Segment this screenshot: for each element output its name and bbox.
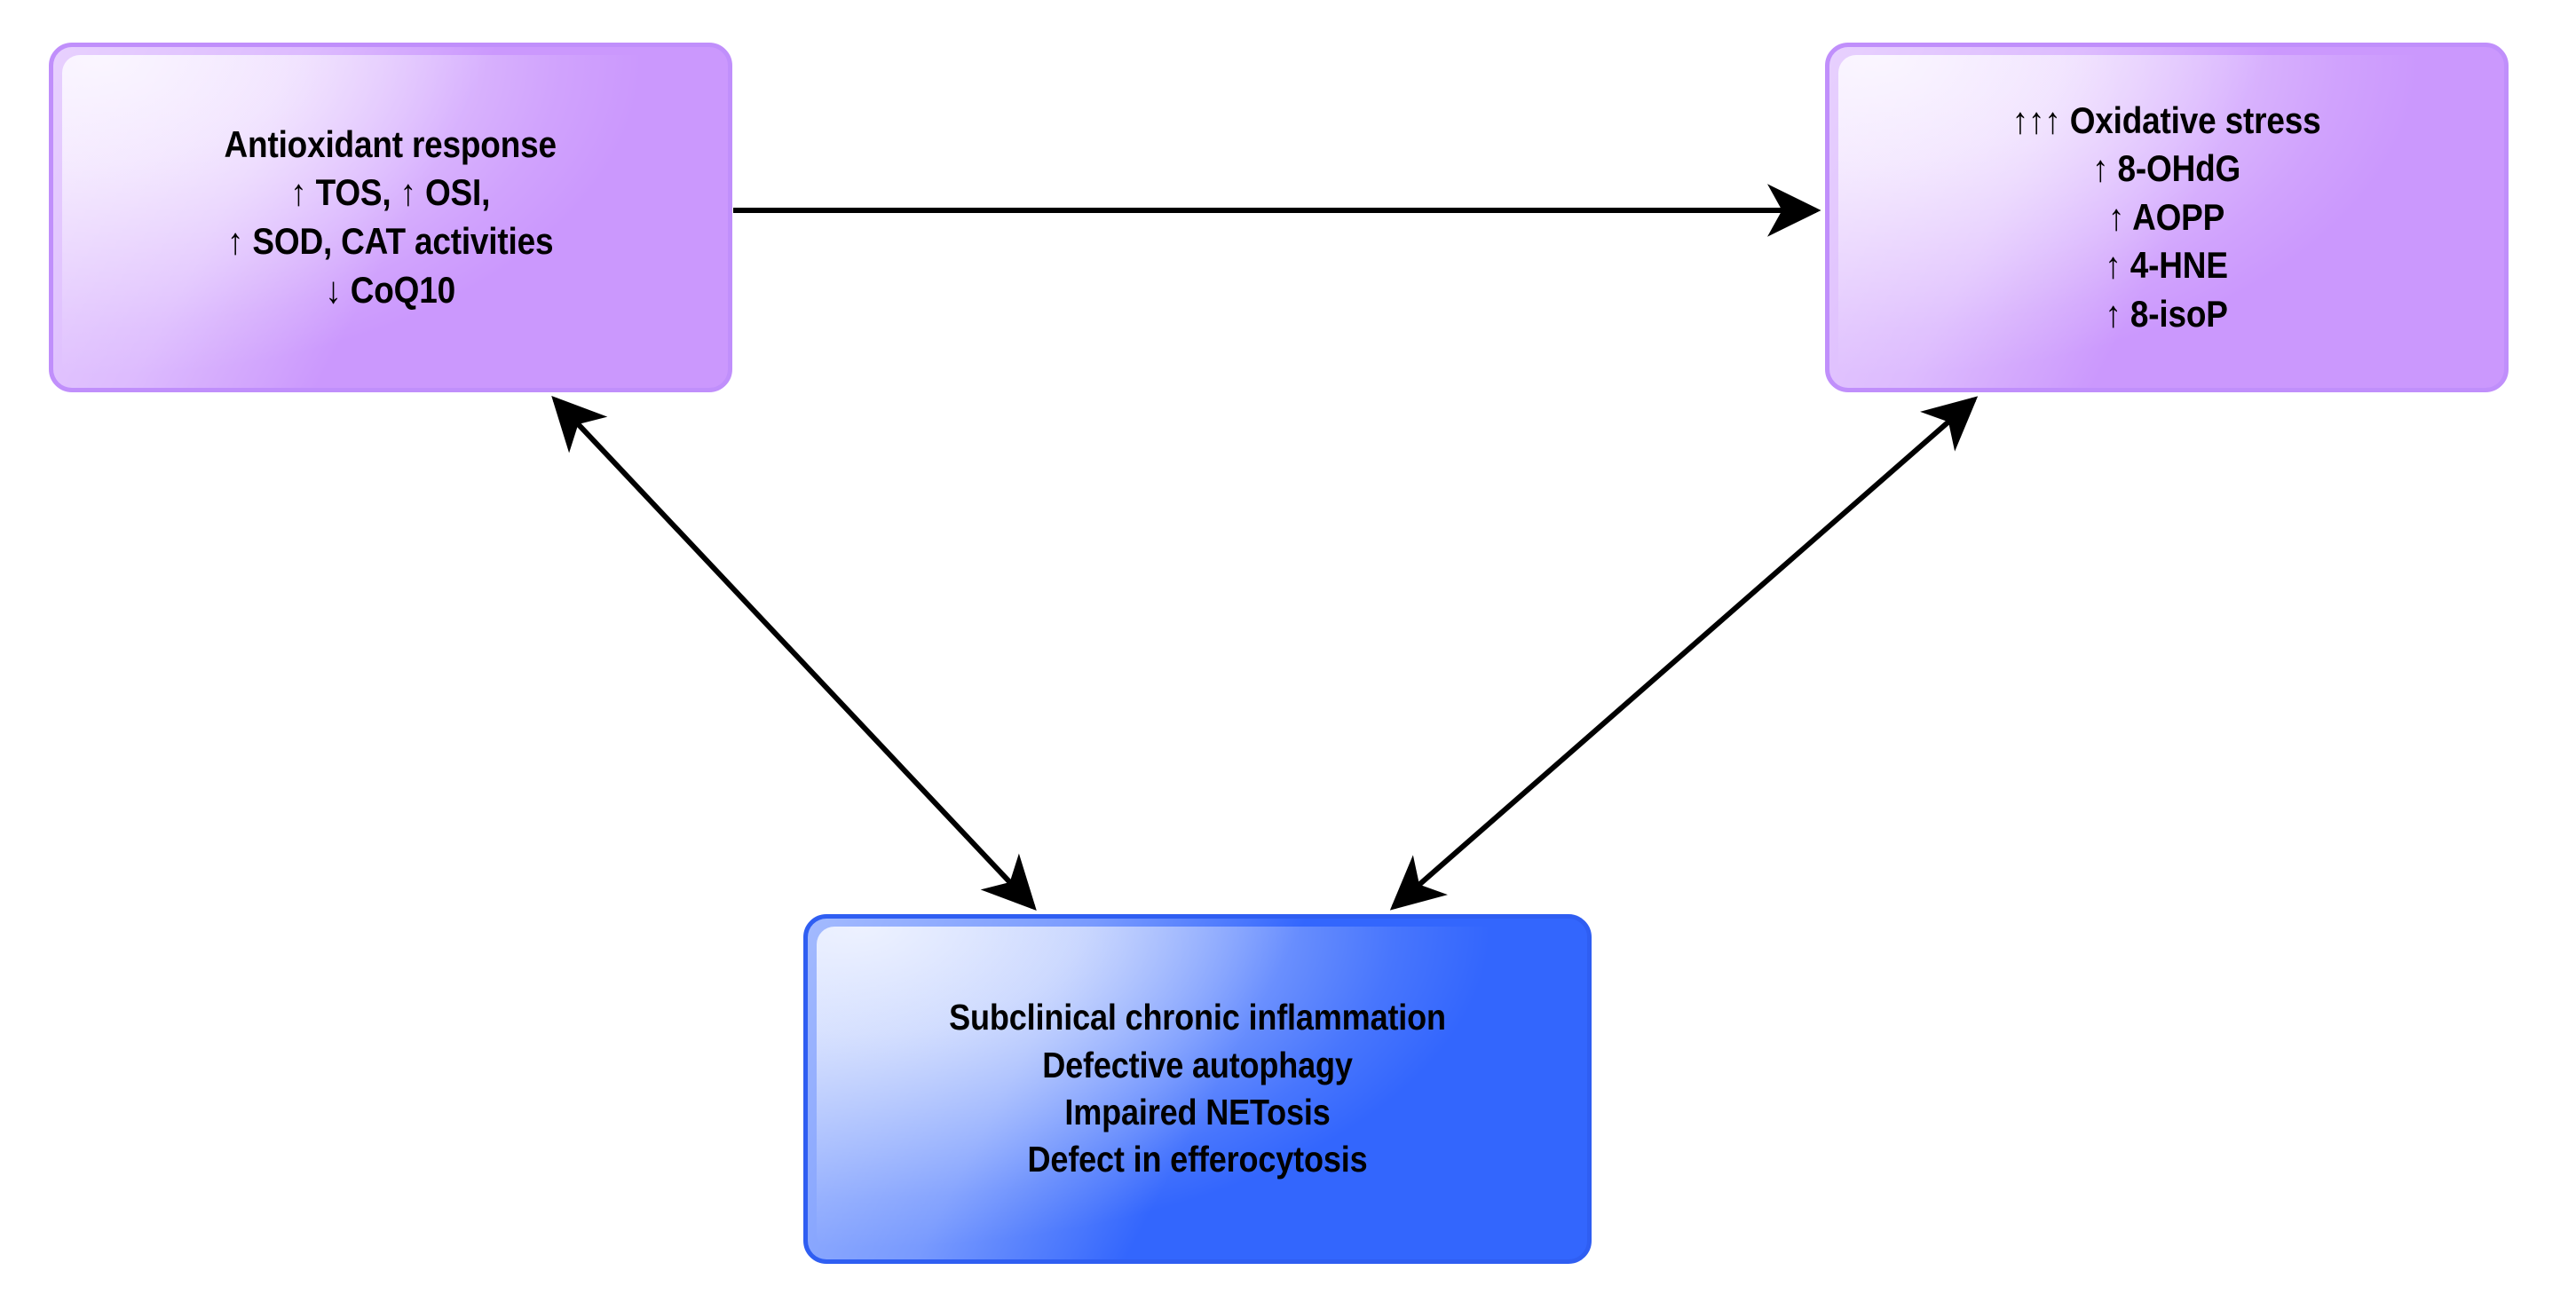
node-antioxidant-response[interactable]: Antioxidant response ↑ TOS, ↑ OSI, ↑ SOD… <box>49 43 732 392</box>
node-oxidative-stress-label: ↑↑↑ Oxidative stress ↑ 8-OHdG ↑ AOPP ↑ 4… <box>2012 99 2321 335</box>
node-subclinical-inflammation-label: Subclinical chronic inflammation Defecti… <box>949 997 1446 1180</box>
node-subclinical-inflammation[interactable]: Subclinical chronic inflammation Defecti… <box>803 914 1592 1264</box>
node-antioxidant-response-label: Antioxidant response ↑ TOS, ↑ OSI, ↑ SOD… <box>224 122 557 311</box>
node-oxidative-stress[interactable]: ↑↑↑ Oxidative stress ↑ 8-OHdG ↑ AOPP ↑ 4… <box>1825 43 2509 392</box>
connector-antioxidant-inflammation <box>551 395 1037 911</box>
connector-oxidative-inflammation <box>1389 396 1979 911</box>
